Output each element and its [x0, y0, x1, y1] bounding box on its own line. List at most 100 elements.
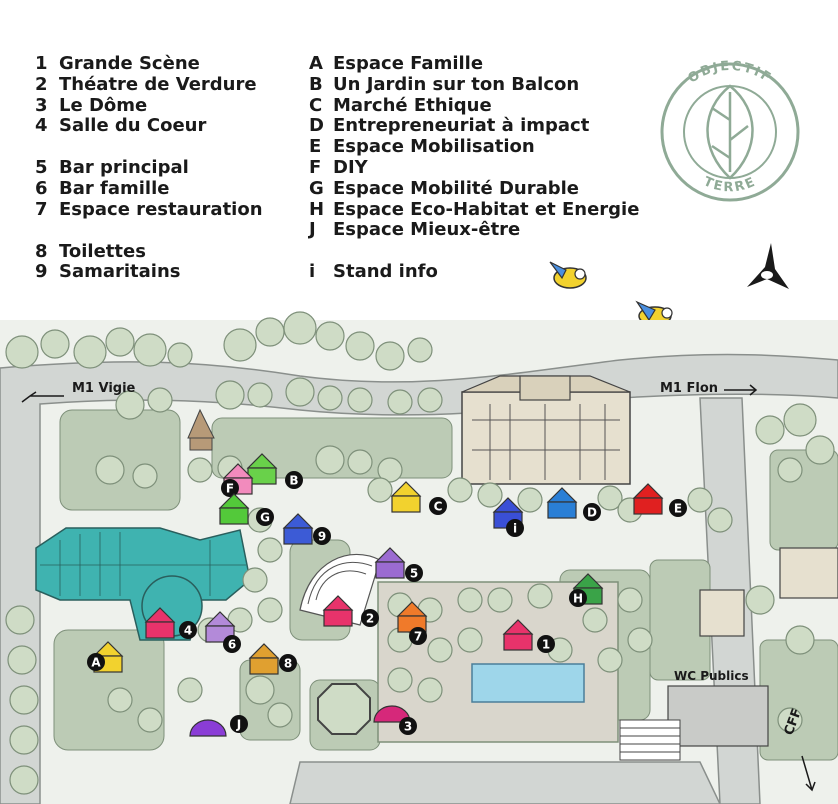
- tree: [147, 387, 173, 413]
- marker-label: J: [236, 718, 241, 732]
- marker-e[interactable]: E: [632, 483, 687, 517]
- lawn: [53, 629, 165, 751]
- tree: [347, 449, 373, 475]
- octagon-lawn: [317, 683, 371, 735]
- marker-badge: [583, 503, 601, 521]
- marker-label: F: [226, 482, 234, 496]
- palace-building: [461, 375, 631, 485]
- tree: [167, 342, 193, 368]
- marker-badge: [405, 564, 423, 582]
- trees: [5, 311, 835, 795]
- stand-body-icon: [145, 621, 175, 639]
- stand-body-icon: [547, 501, 577, 519]
- tree: [805, 435, 835, 465]
- small-house: [699, 589, 745, 637]
- marker-6[interactable]: 6: [204, 611, 241, 653]
- marker-9[interactable]: 9: [282, 513, 331, 545]
- marker-5[interactable]: 5: [374, 547, 423, 582]
- tree: [115, 390, 145, 420]
- tree: [247, 382, 273, 408]
- marker-b[interactable]: B: [246, 453, 303, 489]
- tree: [267, 702, 293, 728]
- legend-key: D: [309, 115, 324, 137]
- legend-key: 9: [35, 261, 48, 283]
- legend-label: Marché Ethique: [333, 94, 492, 116]
- tree: [107, 687, 133, 713]
- marker-label: 5: [410, 567, 418, 581]
- marker-badge: [361, 609, 379, 627]
- tree: [245, 675, 275, 705]
- legend-key: 1: [35, 53, 48, 74]
- tree: [317, 385, 343, 411]
- marker-c[interactable]: C: [390, 481, 447, 515]
- tree: [95, 455, 125, 485]
- marker-7[interactable]: 7: [396, 601, 428, 645]
- arrow-down-icon: [801, 755, 816, 792]
- marker-badge: [313, 527, 331, 545]
- tree: [755, 415, 785, 445]
- tree: [40, 329, 70, 359]
- tree: [707, 507, 733, 533]
- tree: [9, 765, 39, 795]
- marker-f[interactable]: F: [221, 463, 254, 497]
- marker-label: H: [573, 592, 583, 606]
- marker-label: 4: [184, 624, 192, 638]
- stand-body-icon: [375, 561, 405, 579]
- tree: [377, 457, 403, 483]
- marker-h[interactable]: H: [569, 573, 604, 607]
- marker-3[interactable]: 3: [373, 705, 417, 735]
- marker-badge: [223, 635, 241, 653]
- marker-j[interactable]: J: [189, 715, 248, 737]
- tree: [5, 605, 35, 635]
- marker-badge: [285, 471, 303, 489]
- legend-key: F: [309, 156, 322, 178]
- tree: [345, 331, 375, 361]
- marker-label: G: [260, 511, 270, 525]
- legend-key: 3: [35, 94, 48, 116]
- legend-item-e: E Espace Mobilisation: [309, 136, 639, 158]
- legend-key: 6: [35, 177, 48, 199]
- marker-badge: [669, 499, 687, 517]
- stand-body-icon: [633, 497, 663, 515]
- tree: [477, 482, 503, 508]
- legend-key: E: [309, 136, 322, 158]
- legend-key: B: [309, 73, 323, 95]
- marker-badge: [179, 621, 197, 639]
- marker-badge: [537, 635, 555, 653]
- marker-badge: [569, 589, 587, 607]
- legend-label: Espace Mobilisation: [333, 136, 535, 158]
- legend-key: 2: [35, 73, 48, 95]
- marker-d[interactable]: D: [546, 487, 601, 521]
- marker-1[interactable]: 1: [502, 619, 555, 653]
- tree: [73, 335, 107, 369]
- stand-body-icon: [219, 507, 249, 525]
- road-bottom: [289, 761, 721, 804]
- marker-g[interactable]: G: [218, 493, 274, 526]
- marker-i[interactable]: i: [492, 497, 524, 537]
- marker-a[interactable]: A: [87, 641, 124, 673]
- tree: [617, 587, 643, 613]
- stand-body-icon: [283, 527, 313, 545]
- marker-2[interactable]: 2: [322, 595, 379, 627]
- tree: [315, 321, 345, 351]
- kiosk: [187, 408, 215, 451]
- tree: [387, 667, 413, 693]
- marker-4[interactable]: 4: [144, 607, 197, 639]
- logo-text-top: OBJECTIF: [685, 59, 774, 87]
- tree: [777, 707, 803, 733]
- marker-8[interactable]: 8: [248, 643, 297, 675]
- tree: [447, 477, 473, 503]
- tree: [527, 583, 553, 609]
- legend-label: Théatre de Verdure: [59, 73, 257, 95]
